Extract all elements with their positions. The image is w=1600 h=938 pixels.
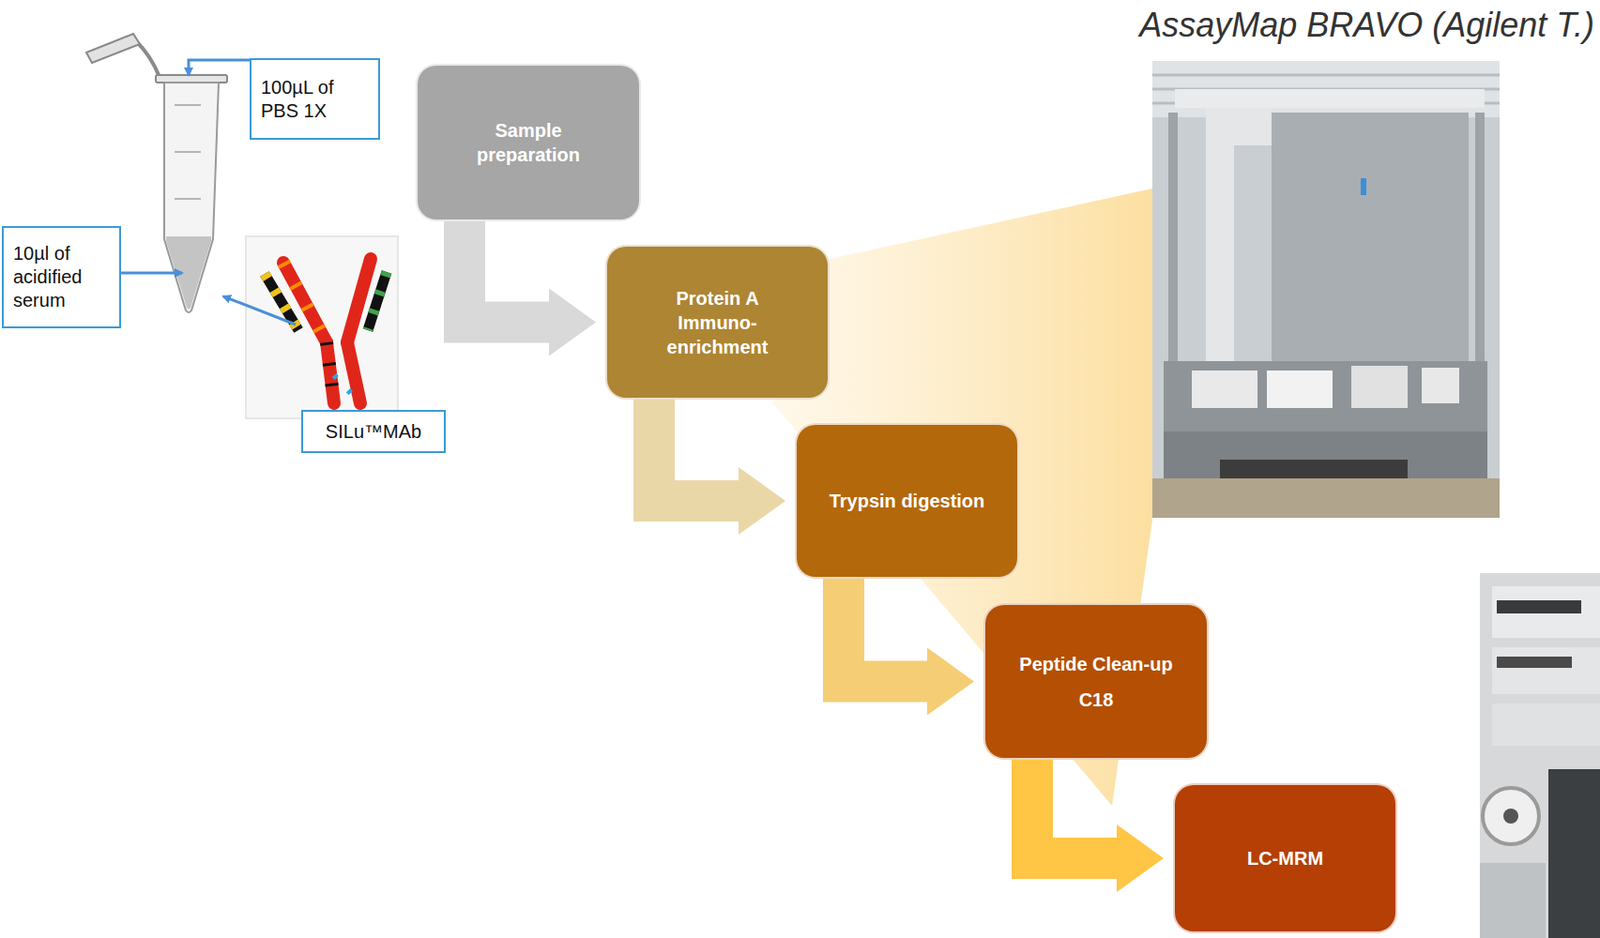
arrow-head (927, 648, 975, 717)
instrument-label: AssayMap BRAVO (Agilent T.) (1139, 5, 1595, 46)
process-box: Peptide Clean-up C18 (983, 603, 1209, 761)
process-box: Sample preparation (415, 63, 641, 222)
step-label: LC-MRM (1247, 846, 1324, 871)
arrow-shaft (1032, 758, 1119, 859)
instrument-photo (1479, 573, 1600, 938)
flow-arrow (843, 577, 975, 717)
step-label: Sample preparation (462, 118, 595, 168)
flow-arrow (654, 397, 786, 535)
arrow-shaft (654, 397, 741, 502)
antibody-illustration (245, 236, 398, 419)
flow-arrow (1032, 758, 1164, 893)
callout-box: 10µl of acidified serum (1, 226, 122, 329)
process-box: Protein A Immuno- enrichment (605, 244, 830, 400)
process-box: LC-MRM (1173, 783, 1398, 934)
leader-arrow (119, 272, 183, 275)
flow-arrow (464, 219, 596, 357)
arrow-shaft (843, 577, 930, 683)
instrument-photo (1152, 60, 1500, 519)
leader-arrow (188, 60, 250, 76)
callout-box: SILu™MAb (301, 410, 446, 454)
callout-text: 100µL of PBS 1X (260, 76, 359, 123)
callout-text: SILu™MAb (325, 420, 422, 444)
process-box: Trypsin digestion (794, 423, 1020, 580)
arrow-head (548, 289, 596, 357)
arrow-head (1116, 824, 1164, 893)
step-label: Peptide Clean-up C18 (1009, 646, 1184, 718)
arrow-head (738, 467, 786, 535)
callout-box: 100µL of PBS 1X (249, 58, 381, 140)
callout-text: 10µl of acidified serum (13, 242, 110, 313)
step-label: Protein A Immuno- enrichment (656, 286, 779, 360)
leader-arrow (223, 296, 296, 325)
step-label: Trypsin digestion (829, 488, 986, 514)
arrow-shaft (464, 219, 551, 323)
